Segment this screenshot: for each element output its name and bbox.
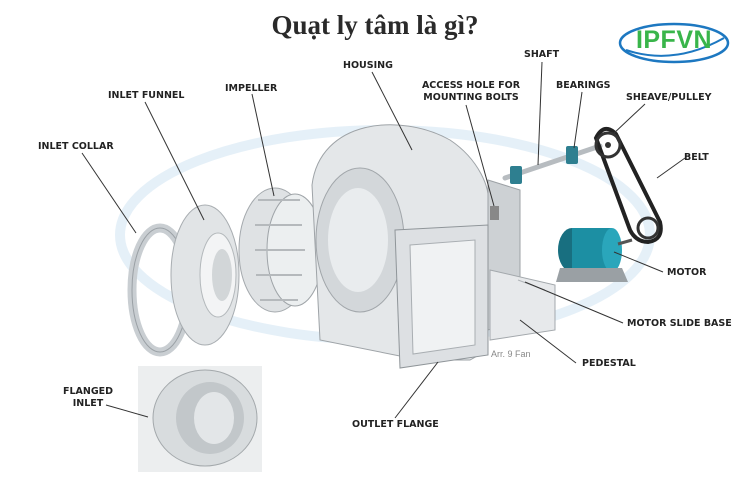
label-housing: HOUSING — [343, 60, 393, 71]
label-flanged-inlet-line1: FLANGED — [62, 386, 114, 397]
label-sheave-pulley: SHEAVE/PULLEY — [626, 92, 712, 103]
shaft — [502, 143, 603, 184]
flanged-inlet-inset — [138, 366, 262, 472]
label-motor: MOTOR — [667, 267, 707, 278]
ipfvn-logo: IPFVN — [618, 22, 730, 64]
label-motor-slide-base: MOTOR SLIDE BASE — [627, 318, 732, 329]
logo-text: IPFVN — [635, 26, 713, 54]
bearing-2 — [566, 146, 578, 164]
housing — [311, 124, 556, 369]
label-impeller: IMPELLER — [225, 83, 278, 94]
motor — [556, 228, 633, 282]
label-bearings: BEARINGS — [556, 80, 611, 91]
label-inlet-funnel: INLET FUNNEL — [108, 90, 185, 101]
belt-drive — [593, 126, 663, 245]
label-inlet-collar: INLET COLLAR — [38, 141, 114, 152]
label-pedestal: PEDESTAL — [582, 358, 636, 369]
label-outlet-flange: OUTLET FLANGE — [352, 419, 439, 430]
logo-swoosh-icon — [618, 22, 730, 64]
access-hole — [490, 206, 499, 220]
label-access-hole-line2: MOUNTING BOLTS — [423, 92, 519, 103]
label-shaft: SHAFT — [524, 49, 560, 60]
label-belt: BELT — [684, 152, 709, 163]
label-access-hole-line1: ACCESS HOLE FOR — [421, 80, 521, 91]
bearing-1 — [510, 166, 522, 184]
impeller — [238, 187, 324, 313]
fan-arrangement-caption: Arr. 9 Fan — [491, 349, 531, 359]
sheave-icon — [594, 131, 622, 159]
inlet-funnel — [170, 204, 240, 346]
leader-lines — [81, 61, 686, 419]
page-title: Quạt ly tâm là gì? — [271, 10, 479, 40]
label-flanged-inlet-line2: INLET — [72, 398, 104, 409]
